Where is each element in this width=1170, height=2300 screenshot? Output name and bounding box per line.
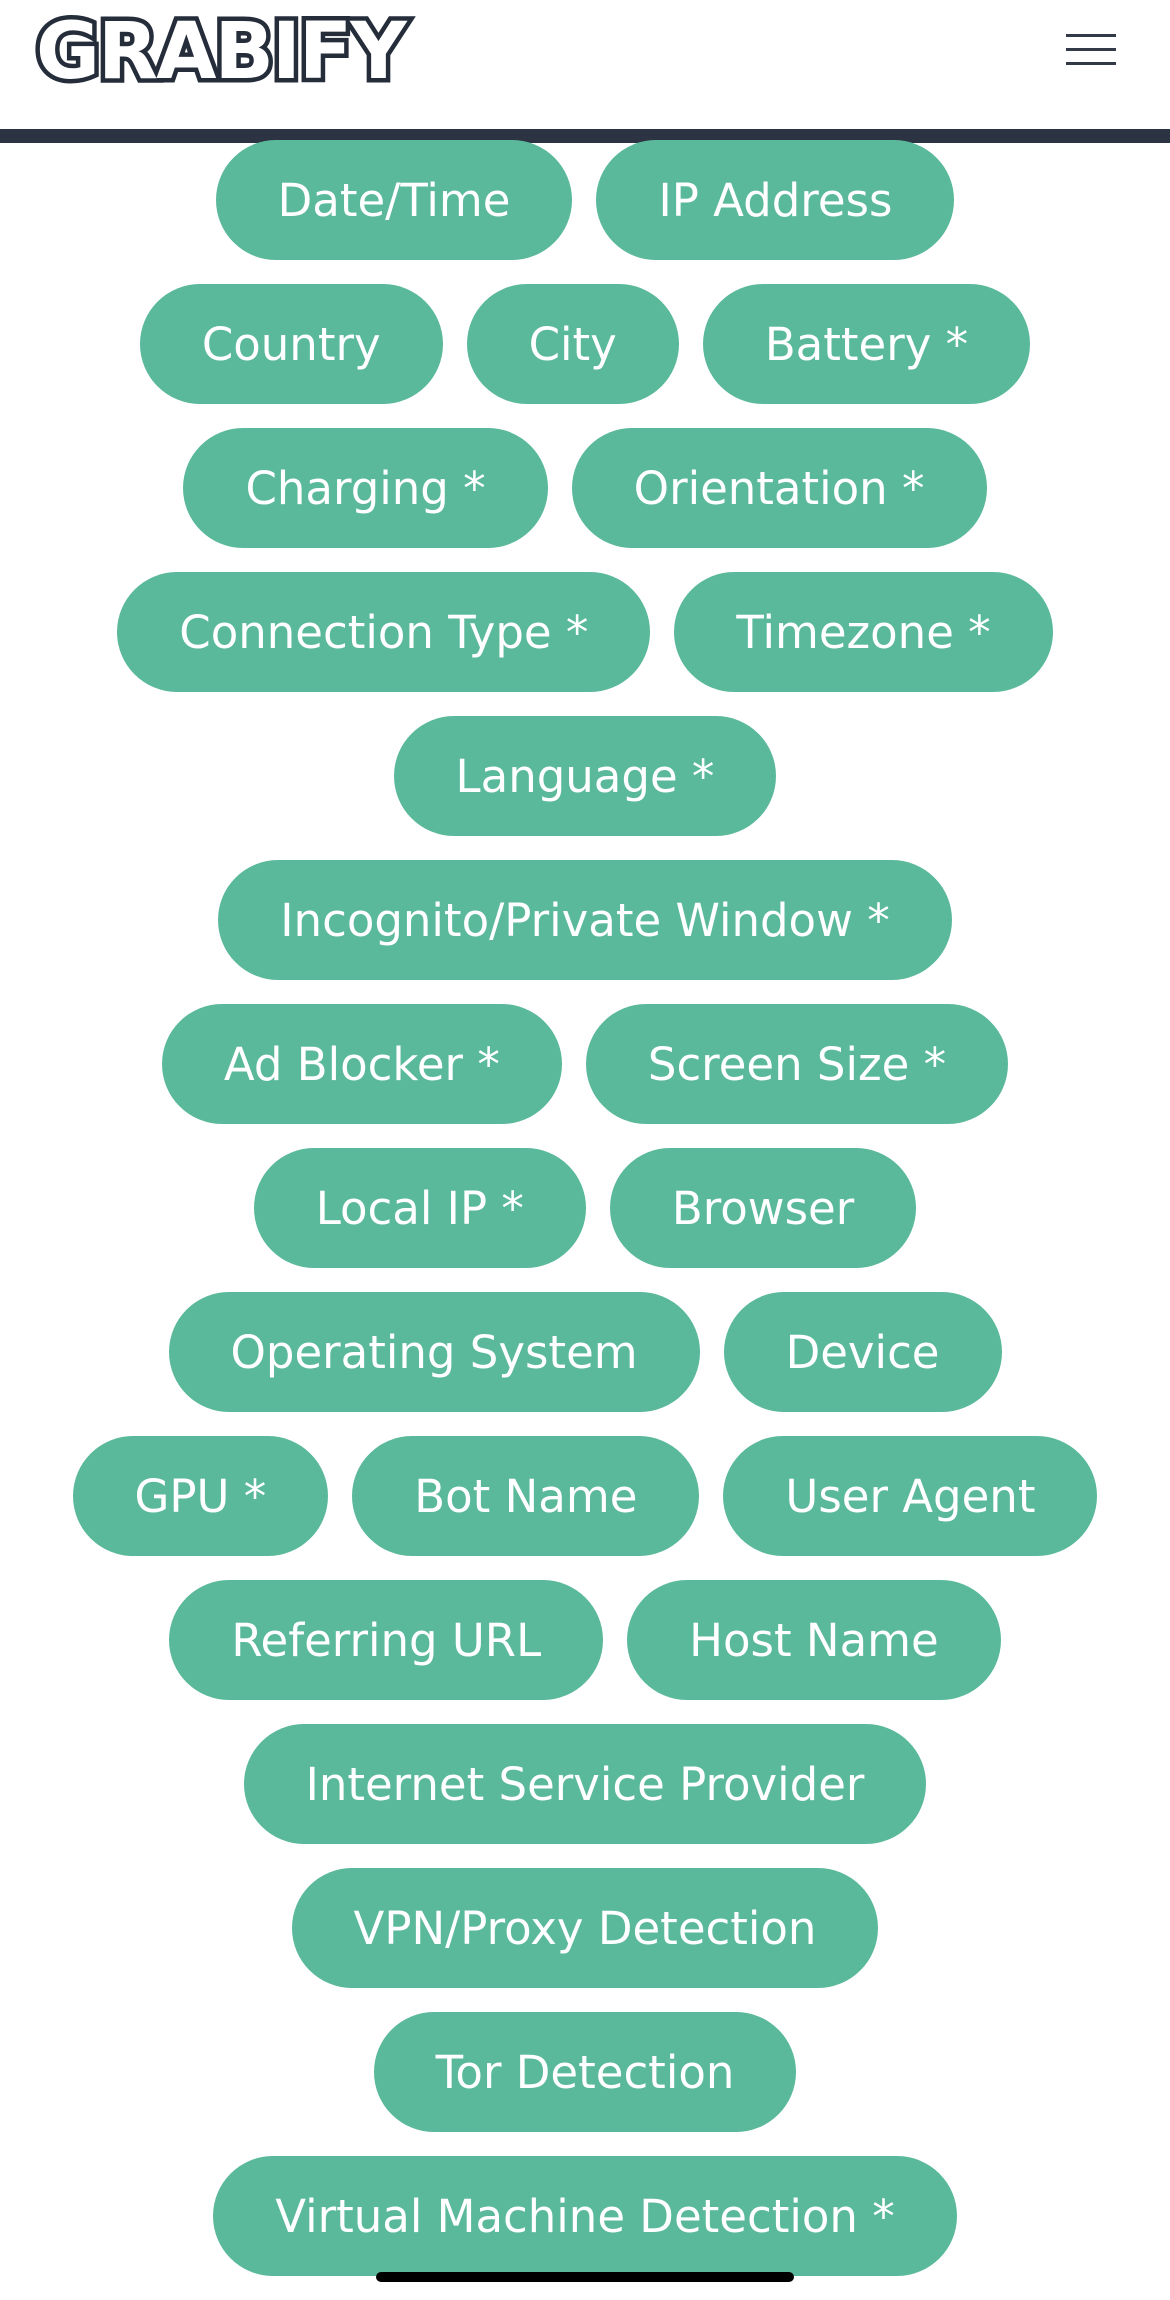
site-header: GRABIFY	[0, 0, 1170, 128]
home-indicator	[376, 2272, 794, 2282]
pill-screen-size[interactable]: Screen Size *	[585, 1004, 1009, 1124]
pill-row: Connection Type *Timezone *	[0, 572, 1170, 692]
pill-country[interactable]: Country	[139, 284, 443, 404]
pill-local-ip[interactable]: Local IP *	[253, 1148, 586, 1268]
pill-bot-name[interactable]: Bot Name	[352, 1436, 700, 1556]
pill-date-time[interactable]: Date/Time	[215, 140, 573, 260]
pill-connection-type[interactable]: Connection Type *	[117, 572, 651, 692]
pill-row: Virtual Machine Detection *	[0, 2156, 1170, 2276]
pill-vpn-proxy-detection[interactable]: VPN/Proxy Detection	[291, 1868, 879, 1988]
pill-row: Ad Blocker *Screen Size *	[0, 1004, 1170, 1124]
pill-row: Internet Service Provider	[0, 1724, 1170, 1844]
pill-device[interactable]: Device	[723, 1292, 1002, 1412]
pill-row: VPN/Proxy Detection	[0, 1868, 1170, 1988]
pill-city[interactable]: City	[466, 284, 679, 404]
pill-browser[interactable]: Browser	[609, 1148, 917, 1268]
pill-internet-service-provider[interactable]: Internet Service Provider	[243, 1724, 927, 1844]
pill-incognito-private-window[interactable]: Incognito/Private Window *	[218, 860, 952, 980]
pill-gpu[interactable]: GPU *	[72, 1436, 329, 1556]
pill-virtual-machine-detection[interactable]: Virtual Machine Detection *	[213, 2156, 957, 2276]
pill-tor-detection[interactable]: Tor Detection	[373, 2012, 797, 2132]
hamburger-menu-icon-bar	[1066, 48, 1116, 51]
pill-operating-system[interactable]: Operating System	[168, 1292, 700, 1412]
pill-timezone[interactable]: Timezone *	[674, 572, 1053, 692]
pill-orientation[interactable]: Orientation *	[571, 428, 987, 548]
pill-charging[interactable]: Charging *	[183, 428, 548, 548]
pill-row: Incognito/Private Window *	[0, 860, 1170, 980]
pill-row: Language *	[0, 716, 1170, 836]
pill-ip-address[interactable]: IP Address	[596, 140, 955, 260]
hamburger-menu-icon-bar	[1066, 34, 1116, 37]
pill-referring-url[interactable]: Referring URL	[169, 1580, 604, 1700]
hamburger-menu-button[interactable]	[1066, 30, 1116, 70]
pill-ad-blocker[interactable]: Ad Blocker *	[161, 1004, 562, 1124]
pill-language[interactable]: Language *	[393, 716, 777, 836]
hamburger-menu-icon-bar	[1066, 62, 1116, 65]
pill-host-name[interactable]: Host Name	[627, 1580, 1001, 1700]
header-divider	[0, 129, 1170, 143]
pill-row: Tor Detection	[0, 2012, 1170, 2132]
grabify-logo[interactable]: GRABIFY	[32, 4, 412, 101]
pill-battery[interactable]: Battery *	[702, 284, 1031, 404]
pill-row: Charging *Orientation *	[0, 428, 1170, 548]
pill-user-agent[interactable]: User Agent	[723, 1436, 1098, 1556]
pill-row: Local IP *Browser	[0, 1148, 1170, 1268]
